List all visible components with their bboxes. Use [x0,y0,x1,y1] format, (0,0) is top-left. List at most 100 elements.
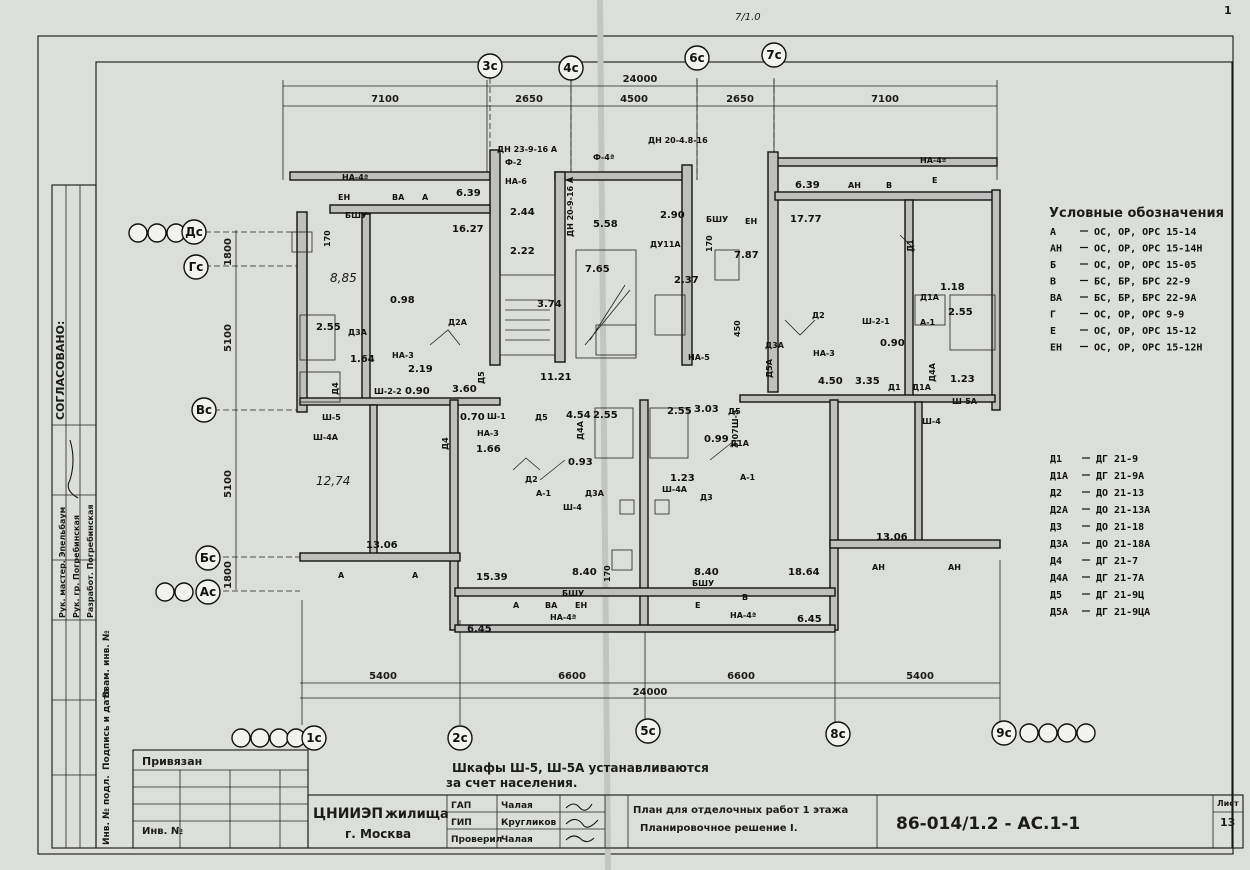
stamp-code: 86-014/1.2 - АС.1-1 [896,814,1080,834]
door-code: Д2 [1050,488,1062,499]
label-bshu1: БШУ [345,211,367,220]
axis-bottom-5c: 5с [640,724,655,738]
label-n170b: 170 [705,235,714,252]
stamp-org2: жилища [385,807,449,822]
legend-spec: ОС, ОР, ОРС 9-9 [1094,310,1184,321]
label-d1c: Д1А [730,439,750,448]
door-spec: ДГ 21-9ЦА [1096,607,1150,618]
stamp-name-2: Кругликов [501,818,557,828]
stamp-sheet-label: Лист [1217,799,1239,808]
legend-title: Условные обозначения [1049,206,1224,221]
stamp-city: г. Москва [345,827,411,841]
room-r11: 6.39 [795,180,820,191]
label-n170c: 170 [603,565,612,582]
top-axes: 3с 4с 6с 7с [477,42,787,180]
room-r18: 0.90 [405,386,430,397]
legend-spec: БС, БР, БРС 22-9А [1094,293,1196,304]
top-scribble: 7/1.0 [735,12,761,23]
label-na6: НА-6 [505,177,527,186]
door-code: Д2А [1050,505,1068,516]
stamp-role-2: ГИП [451,818,472,828]
label-d1d: Д1А [912,383,932,392]
label-sh4: Ш-4 [563,503,582,512]
axis-top-6c: 6с [689,51,704,65]
room-r22: 4.54 [566,410,591,421]
label-va1: ВА [392,193,405,202]
label-d2c: Д2 [525,475,538,484]
door-code: Д3А [1050,539,1068,550]
stamp-bound: Привязан [142,755,202,768]
door-spec: ДО 21-13А [1096,505,1150,516]
left-dim-1: 1800 [223,238,234,266]
top-dimensions: 24000 7100 2650 4500 2650 7100 [282,74,998,180]
room-r23: 2.55 [593,410,618,421]
side-replace-label: Взам. инв. № [102,630,112,698]
room-r24: 2.55 [667,406,692,417]
label-ptr: 3.07Ш-3 [731,409,740,448]
room-areas: 6.39 16.27 2.44 2.22 5.58 2.90 7.65 2.37… [316,180,975,635]
label-sh4c: Ш-4А [662,485,688,494]
label-d2a: Д2А [448,318,468,327]
legend-spec: ОС, ОР, ОРС 15-05 [1094,260,1196,271]
door-code: Д3 [1050,522,1062,533]
door-spec: ДГ 21-9А [1096,471,1144,482]
side-table: СОГЛАСОВАНО: Инв. № подл. Подпись и дата… [51,184,112,849]
label-sh21: Ш-2-1 [862,317,890,326]
room-r9: 3.74 [537,299,562,310]
top-dim-2: 2650 [515,94,543,105]
room-r28: 1.23 [670,473,695,484]
label-d4c: Д4 [441,437,450,450]
door-spec: ДО 21-18 [1096,522,1144,533]
label-en1: ЕН [338,193,350,202]
label-n170a: 170 [323,230,332,247]
label-an1: АН [848,181,861,190]
label-d3c: Д3 [700,493,713,502]
stamp-name-1: Чалая [501,801,533,811]
axis-left-vc: Вс [196,403,212,417]
label-v1: В [886,181,892,190]
legend-spec: ОС, ОР, ОРС 15-12 [1094,326,1196,337]
agreed-label: СОГЛАСОВАНО: [54,321,67,420]
top-dim-5: 7100 [871,94,899,105]
axis-bottom-8c: 8с [830,727,845,741]
label-dn1: ДН 23-9-16 А [497,145,558,154]
outer-frame [37,35,1234,855]
legend-code: Г [1050,310,1056,321]
axis-left-dc: Дс [185,225,203,239]
room-r13: 0.98 [390,295,415,306]
label-va2: ВА [545,601,558,610]
axis-left-gc: Гс [189,260,204,274]
label-d4a: Д4 [331,382,340,395]
stamp-sheet-no: 13 [1220,816,1235,829]
side-sign-label: Подпись и дата [102,688,112,770]
label-d5b: Д5 [535,413,548,422]
top-dim-1: 7100 [371,94,399,105]
room-r17: 3.60 [452,384,477,395]
bottom-dim-3: 6600 [727,671,755,682]
label-a3: А [412,571,419,580]
room-r32: 2.55 [948,307,973,318]
label-sh1: Ш-1 [487,412,506,421]
room-r3: 2.44 [510,207,535,218]
legend-code: А [1050,227,1056,238]
door-code: Д1 [1050,454,1062,465]
room-r1: 6.39 [456,188,481,199]
label-a4: А [513,601,520,610]
element-labels: ДН 23-9-16 А ДН 20-4.8-16 ДН 20-9-16 А Ф… [313,136,978,622]
axis-bottom-2c: 2с [452,731,467,745]
room-r26: 0.99 [704,434,729,445]
signature-mark [67,439,79,499]
room-r16: 2.19 [408,364,433,375]
bottom-dim-2: 6600 [558,671,586,682]
label-f4: Ф-4ª [593,153,614,162]
legend-spec: БС, БР, БРС 22-9 [1094,277,1190,288]
bottom-overall-dim: 24000 [633,687,668,698]
corner-number: 1 [1224,4,1232,17]
stamp-org1: ЦНИИЭП [313,806,383,822]
label-d5a: Д5 [477,371,486,384]
door-code: Д4А [1050,573,1068,584]
